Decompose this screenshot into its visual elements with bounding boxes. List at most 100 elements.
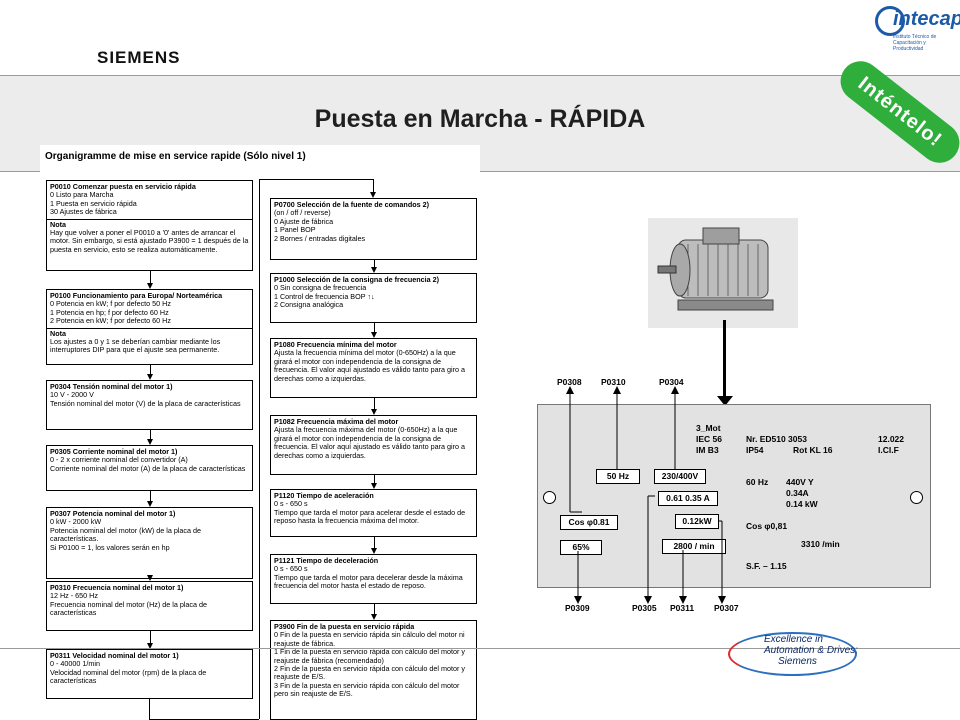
- flow-connector: [374, 537, 375, 548]
- box-line: 10 V - 2000 V: [50, 390, 94, 400]
- intecap-name: intecap: [893, 8, 960, 30]
- flow-connector: [149, 699, 150, 719]
- page-title: Puesta en Marcha - RÁPIDA: [314, 105, 646, 133]
- flow-arrowhead: [371, 548, 377, 554]
- flow-arrowhead: [147, 643, 153, 649]
- box-line: Velocidad nominal del motor (rpm) de la …: [50, 667, 207, 686]
- plate-amp-box: 0.61 0.35 A: [658, 491, 718, 506]
- box-line: 2 Consigna analógica: [274, 300, 344, 310]
- box-heading: P0307 Potencia nominal del motor 1): [50, 509, 176, 518]
- excellence-swoosh-icon: [728, 632, 857, 676]
- box-line: 0 Potencia en kW; f por defecto 50 Hz: [50, 299, 171, 309]
- box-line: Tiempo que tarda el motor para acelerar …: [274, 507, 466, 526]
- box-heading: P0010 Comenzar puesta en servicio rápida: [50, 182, 196, 191]
- box-line: 0 s - 650 s: [274, 564, 308, 574]
- flow-arrowhead: [147, 501, 153, 507]
- right-box-6: P3900 Fin de la puesta en servicio rápid…: [270, 620, 477, 720]
- flow-connector: [373, 179, 374, 192]
- footer-rule: [0, 648, 960, 649]
- plate-hole-left: [543, 491, 556, 504]
- plate-label-p0309: P0309: [565, 603, 590, 613]
- plate-cos-box: Cos φ0.81: [560, 515, 618, 530]
- box-line: Ajusta la frecuencia mínima del motor (0…: [274, 348, 465, 383]
- box-line: 0 Listo para Marcha: [50, 190, 114, 200]
- box-heading: P1000 Selección de la consigna de frecue…: [274, 275, 439, 284]
- box-line: 1 Potencia en hp; f por defecto 60 Hz: [50, 307, 169, 317]
- flow-arrowhead: [147, 374, 153, 380]
- flowchart-heading: Organigramme de mise en service rapide (…: [45, 151, 306, 162]
- box-heading: P1080 Frecuencia mínima del motor: [274, 340, 397, 349]
- box-line: 30 Ajustes de fábrica: [50, 207, 117, 217]
- motor-to-plate-arrowhead: [717, 396, 733, 406]
- box-heading: P0311 Velocidad nominal del motor 1): [50, 651, 179, 660]
- box-heading: P1120 Tiempo de aceleración: [274, 491, 374, 500]
- flow-connector: [150, 631, 151, 643]
- box-line: Ajusta la frecuencia máxima del motor (0…: [274, 425, 465, 460]
- plate-label-p0305: P0305: [632, 603, 657, 613]
- left-box-2: P0304 Tensión nominal del motor 1)10 V -…: [46, 380, 253, 430]
- flow-arrowhead: [147, 439, 153, 445]
- box-heading: P0100 Funcionamiento para Europa/ Nortea…: [50, 291, 223, 300]
- plate-connectors: [566, 386, 726, 604]
- motor-to-plate-line: [723, 320, 726, 400]
- box-line: Tiempo que tarda el motor para decelerar…: [274, 572, 463, 591]
- box-line: 0 s - 650 s: [274, 499, 308, 509]
- plate-volt-box: 230/400V: [654, 469, 706, 484]
- box-line: 2 Fin de la puesta en servicio rápida co…: [274, 664, 465, 682]
- flow-arrowhead: [147, 283, 153, 289]
- box-line: Potencia nominal del motor (kW) de la pl…: [50, 525, 202, 544]
- left-box-1: P0100 Funcionamiento para Europa/ Nortea…: [46, 289, 253, 365]
- box-line: 0 - 2 x corriente nominal del convertido…: [50, 455, 188, 465]
- flow-connector: [374, 260, 375, 267]
- flow-connector: [374, 398, 375, 409]
- flow-arrowhead: [370, 192, 376, 198]
- plate-kw-box: 0.12kW: [675, 514, 719, 529]
- box-line: Frecuencia nominal del motor (Hz) de la …: [50, 599, 208, 618]
- box-line: 1 Fin de la puesta en servicio rápida co…: [274, 647, 465, 665]
- intecap-circle-icon: [875, 6, 905, 36]
- excellence-text: Excellence in Automation & Drives: Sieme…: [764, 634, 858, 667]
- flow-connector: [150, 491, 151, 501]
- motor-image: [648, 218, 798, 328]
- flow-arrowhead: [371, 483, 377, 489]
- box-line: Corriente nominal del motor (A) de la pl…: [50, 463, 246, 473]
- plate-label-p0311: P0311: [670, 603, 695, 613]
- flow-connector: [259, 179, 374, 180]
- box-line: 2 Potencia en kW; f por defecto 60 Hz: [50, 316, 171, 326]
- box-line: 0 Sin consigna de frecuencia: [274, 283, 367, 293]
- plate-label-p0308: P0308: [557, 377, 582, 387]
- box-line: Tensión nominal del motor (V) de la plac…: [50, 398, 241, 408]
- left-box-0: P0010 Comenzar puesta en servicio rápida…: [46, 180, 253, 271]
- flow-connector: [374, 475, 375, 483]
- box-line: 2 Bornes / entradas digitales: [274, 233, 366, 243]
- left-box-5: P0310 Frecuencia nominal del motor 1)12 …: [46, 581, 253, 631]
- box-heading: P0700 Selección de la fuente de comandos…: [274, 200, 429, 209]
- box-line: Si P0100 = 1, los valores serán en hp: [50, 542, 170, 552]
- flow-connector: [150, 430, 151, 439]
- flowchart: Organigramme de mise en service rapide (…: [40, 145, 480, 720]
- box-heading: P0310 Frecuencia nominal del motor 1): [50, 583, 184, 592]
- plate-sf: S.F. – 1.15: [746, 561, 787, 571]
- flow-arrowhead: [147, 575, 153, 581]
- box-line: 1 Puesta en servicio rápida: [50, 198, 137, 208]
- box-line: 1 Panel BOP: [274, 225, 316, 235]
- box-line: 3 Fin de la puesta en servicio rápida co…: [274, 680, 460, 699]
- excellence-logo: Excellence in Automation & Drives: Sieme…: [728, 628, 858, 678]
- left-box-3: P0305 Corriente nominal del motor 1)0 - …: [46, 445, 253, 491]
- box-line: 0 - 40000 1/min: [50, 659, 100, 669]
- plate-hole-right: [910, 491, 923, 504]
- plate-label-p0310: P0310: [601, 377, 626, 387]
- flow-connector: [374, 323, 375, 332]
- box-line: 0 Fin de la puesta en servicio rápida si…: [274, 630, 465, 648]
- box-heading: P1082 Frecuencia máxima del motor: [274, 417, 399, 426]
- left-box-4: P0307 Potencia nominal del motor 1)0 kW …: [46, 507, 253, 579]
